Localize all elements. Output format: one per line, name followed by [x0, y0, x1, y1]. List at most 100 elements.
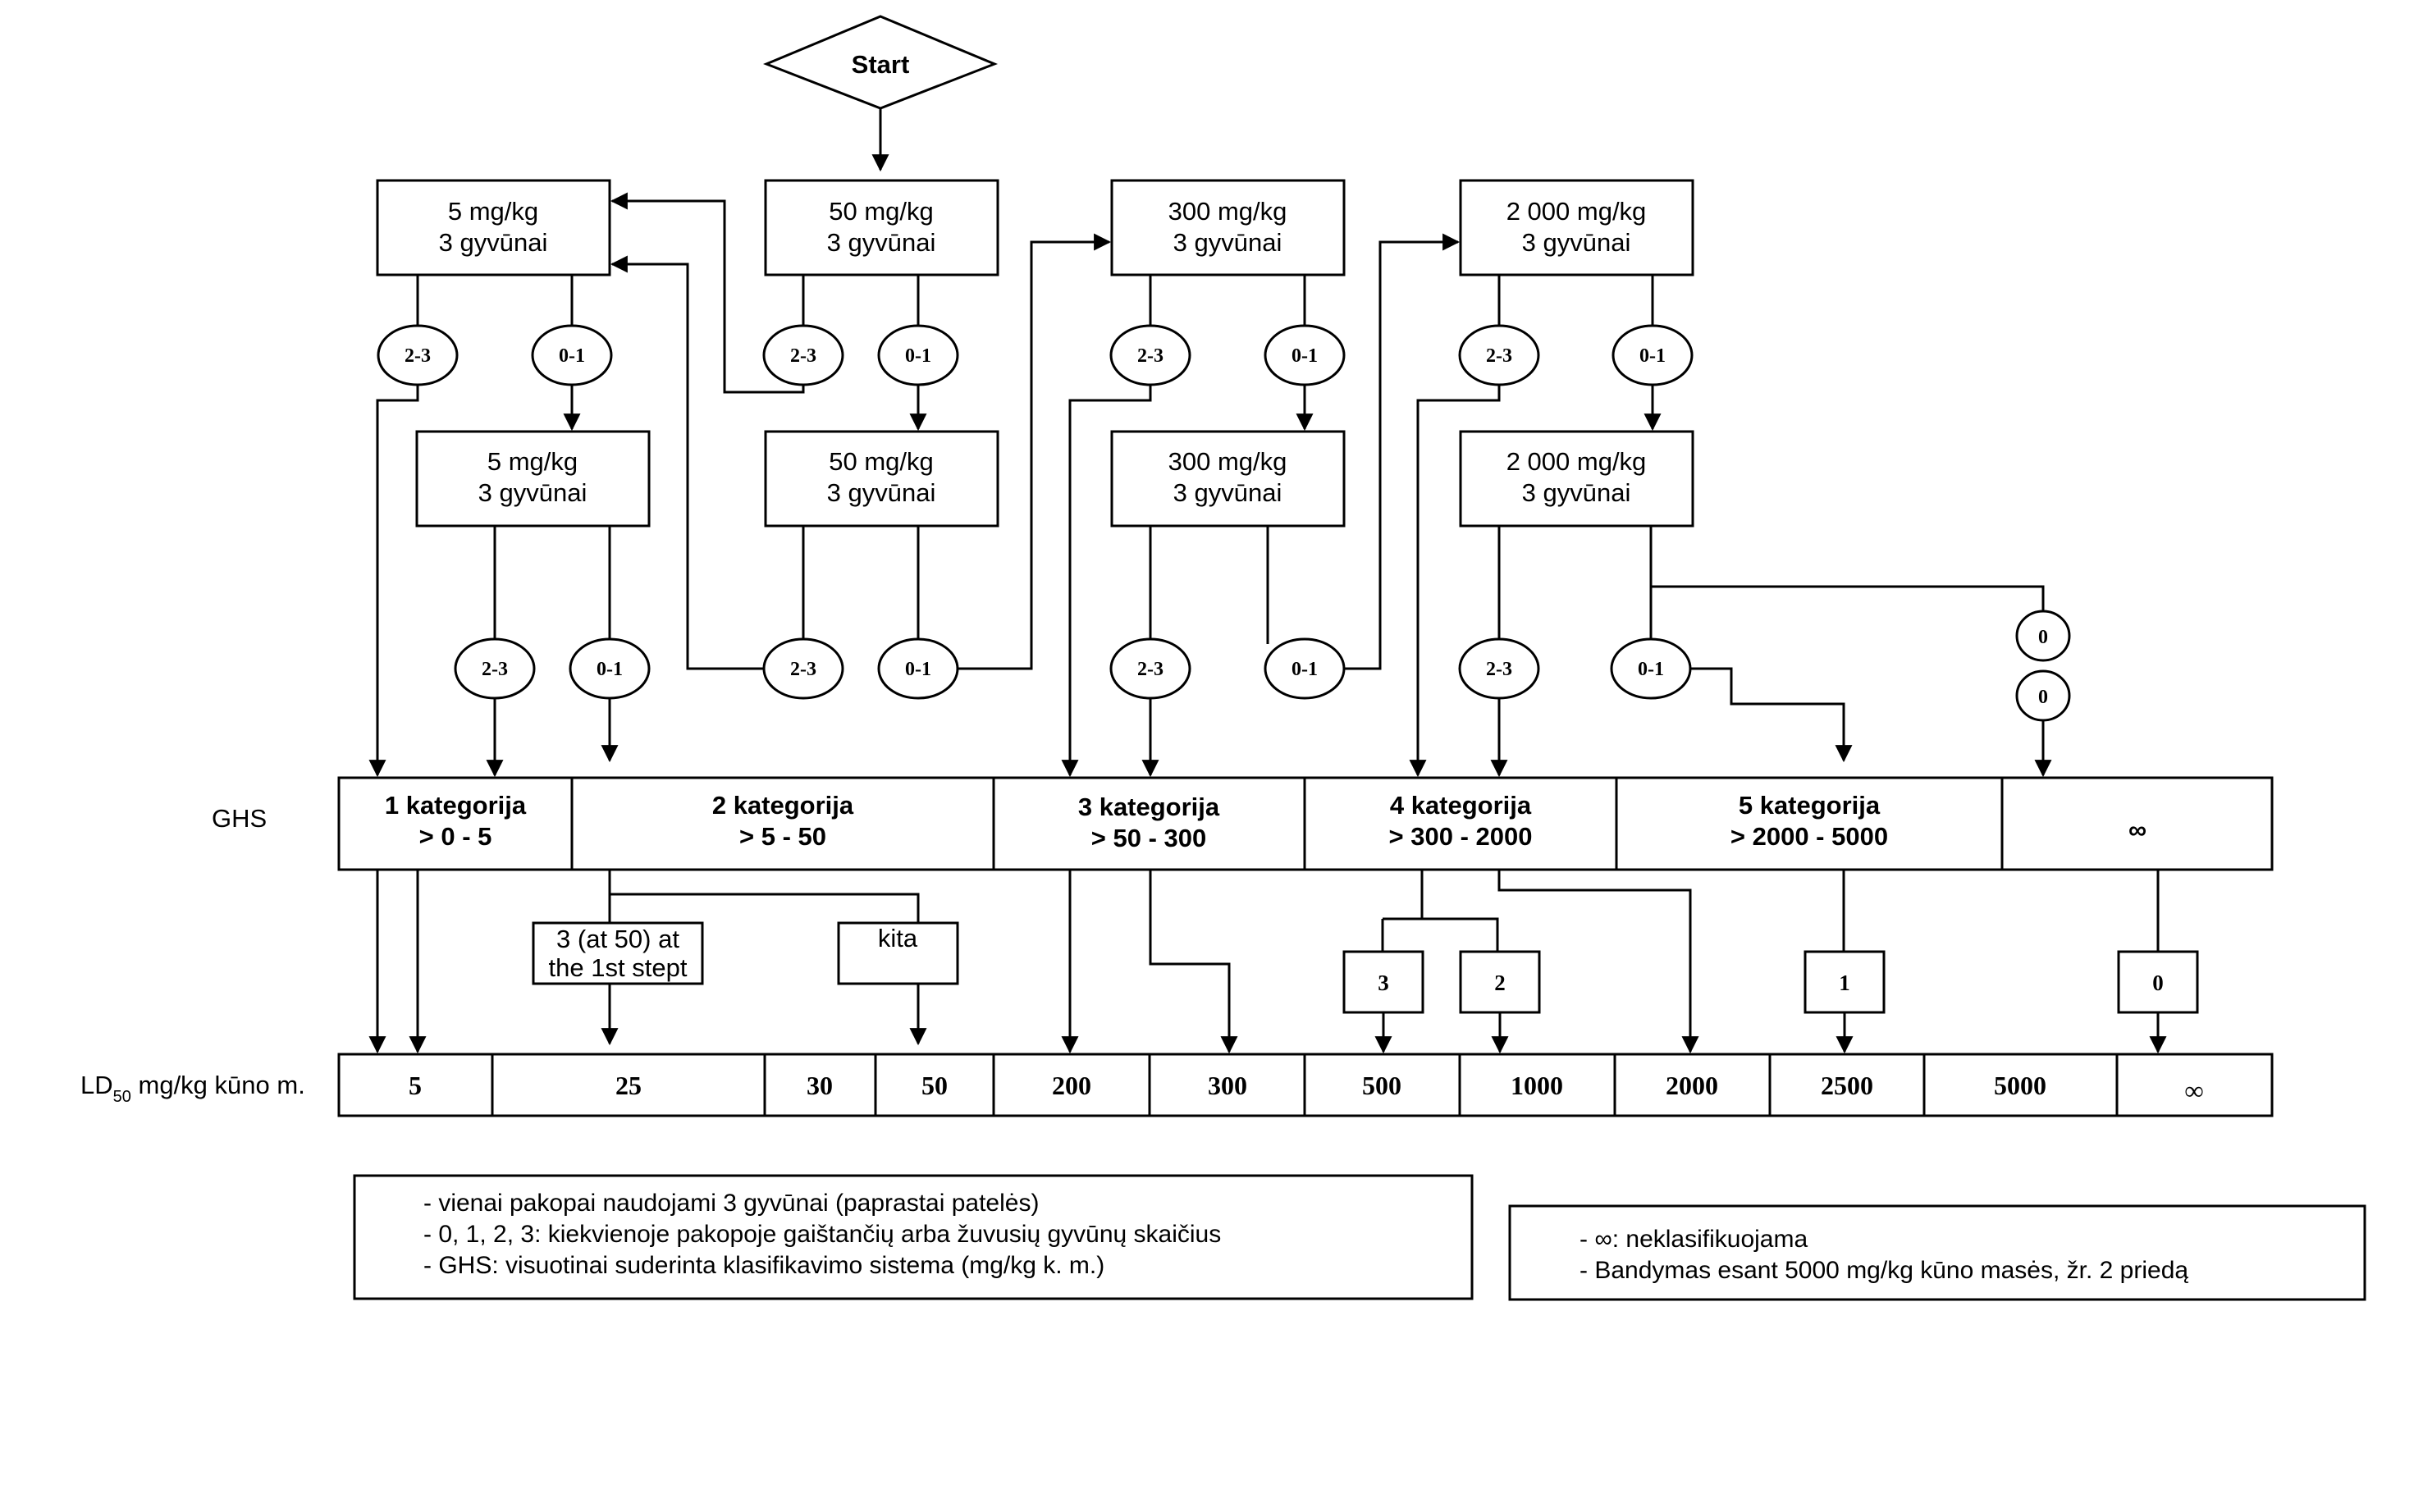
outcome-0-1-circle: 0-1: [877, 324, 959, 386]
count-0-box: 0: [2117, 950, 2199, 1014]
first-step-box: 3 (at 50) at the 1st stept: [532, 921, 704, 985]
svg-text:3 kategorija: 3 kategorija: [1078, 793, 1220, 821]
svg-text:- ∞: neklasifikuojama: - ∞: neklasifikuojama: [1580, 1226, 1808, 1253]
svg-text:2 kategorija: 2 kategorija: [712, 791, 854, 820]
outcome-2-3-circle: 2-3: [1109, 637, 1191, 700]
ld50-value: 50: [921, 1071, 948, 1100]
dose-box-300-repeat: 300 mg/kg 3 gyvūnai: [1110, 430, 1346, 528]
svg-text:2-3: 2-3: [1486, 345, 1512, 367]
ld50-value: 30: [807, 1071, 833, 1100]
ghs-category-5: 5 kategorija > 2000 - 5000: [1730, 791, 1888, 851]
svg-text:> 300 - 2000: > 300 - 2000: [1389, 822, 1533, 851]
ld50-value: 500: [1362, 1071, 1401, 1100]
outcome-0-1-circle: 0-1: [877, 637, 959, 700]
svg-text:2-3: 2-3: [1486, 659, 1512, 680]
svg-text:4 kategorija: 4 kategorija: [1390, 791, 1532, 820]
svg-text:3 gyvūnai: 3 gyvūnai: [478, 478, 587, 507]
other-box: kita: [837, 921, 959, 985]
svg-text:3 gyvūnai: 3 gyvūnai: [439, 228, 548, 257]
dose-box-50-repeat: 50 mg/kg 3 gyvūnai: [764, 430, 999, 528]
start-node: Start: [762, 15, 999, 110]
dose-box-2000-top: 2 000 mg/kg 3 gyvūnai: [1459, 179, 1694, 276]
svg-text:3 gyvūnai: 3 gyvūnai: [1522, 228, 1631, 257]
svg-text:> 2000 - 5000: > 2000 - 5000: [1730, 822, 1888, 851]
ghs-category-3: 3 kategorija > 50 - 300: [1078, 793, 1220, 852]
svg-text:5 mg/kg: 5 mg/kg: [448, 197, 538, 226]
svg-text:2-3: 2-3: [790, 659, 816, 680]
svg-text:5 mg/kg: 5 mg/kg: [487, 447, 578, 476]
legend-left: - vienai pakopai naudojami 3 gyvūnai (pa…: [353, 1174, 1474, 1300]
ld50-value: 5: [409, 1071, 422, 1100]
ghs-category-1: 1 kategorija > 0 - 5: [385, 791, 527, 851]
svg-text:2 000 mg/kg: 2 000 mg/kg: [1506, 197, 1647, 226]
ld50-value: 300: [1208, 1071, 1247, 1100]
outcome-0-1-circle: 0-1: [1612, 324, 1694, 386]
outcome-2-3-circle: 2-3: [377, 324, 459, 386]
outcome-2-3-circle: 2-3: [1458, 637, 1540, 700]
dose-box-50-top: 50 mg/kg 3 gyvūnai: [764, 179, 999, 276]
dose-box-300-top: 300 mg/kg 3 gyvūnai: [1110, 179, 1346, 276]
ld50-label: LD50 mg/kg kūno m.: [80, 1071, 305, 1106]
count-3-box: 3: [1342, 950, 1424, 1014]
svg-text:3 gyvūnai: 3 gyvūnai: [1522, 478, 1631, 507]
outcome-2-3-circle: 2-3: [762, 637, 844, 700]
ghs-category-4: 4 kategorija > 300 - 2000: [1389, 791, 1533, 851]
svg-text:> 5 - 50: > 5 - 50: [739, 822, 826, 851]
ld50-value: ∞: [2185, 1076, 2204, 1105]
svg-text:0-1: 0-1: [905, 659, 931, 680]
svg-text:> 0 - 5: > 0 - 5: [419, 822, 492, 851]
svg-text:0-1: 0-1: [559, 345, 585, 367]
svg-text:2-3: 2-3: [1137, 659, 1163, 680]
ld50-value: 2000: [1666, 1071, 1718, 1100]
outcome-2-3-circle: 2-3: [1458, 324, 1540, 386]
svg-text:300 mg/kg: 300 mg/kg: [1168, 197, 1287, 226]
svg-text:> 50 - 300: > 50 - 300: [1091, 824, 1206, 852]
outcome-0-circle: 0: [2015, 669, 2071, 722]
svg-text:5 kategorija: 5 kategorija: [1739, 791, 1881, 820]
svg-text:2: 2: [1494, 971, 1506, 995]
svg-text:- 0, 1, 2, 3: kiekvienoje pako: - 0, 1, 2, 3: kiekvienoje pakopoje gaišt…: [423, 1221, 1221, 1248]
outcome-0-circle: 0: [2015, 610, 2071, 662]
svg-text:300 mg/kg: 300 mg/kg: [1168, 447, 1287, 476]
svg-text:2 000 mg/kg: 2 000 mg/kg: [1506, 447, 1647, 476]
outcome-2-3-circle: 2-3: [454, 637, 536, 700]
svg-text:2-3: 2-3: [790, 345, 816, 367]
outcome-0-1-circle: 0-1: [1264, 324, 1346, 386]
ghs-categories: 1 kategorija > 0 - 5 2 kategorija > 5 - …: [337, 776, 2274, 871]
svg-text:0: 0: [2038, 627, 2048, 648]
svg-text:∞: ∞: [2128, 815, 2146, 844]
svg-text:3 gyvūnai: 3 gyvūnai: [1173, 478, 1282, 507]
svg-text:- GHS: visuotinai suderinta kl: - GHS: visuotinai suderinta klasifikavim…: [423, 1252, 1104, 1279]
svg-text:3 gyvūnai: 3 gyvūnai: [1173, 228, 1282, 257]
svg-text:0-1: 0-1: [1638, 659, 1664, 680]
svg-text:0-1: 0-1: [905, 345, 931, 367]
svg-text:2-3: 2-3: [482, 659, 508, 680]
ghs-category-2: 2 kategorija > 5 - 50: [712, 791, 854, 851]
svg-text:3 (at 50) at: 3 (at 50) at: [556, 925, 679, 953]
svg-text:0-1: 0-1: [1639, 345, 1666, 367]
svg-text:2-3: 2-3: [405, 345, 431, 367]
dose-box-5-repeat: 5 mg/kg 3 gyvūnai: [415, 430, 651, 528]
svg-text:1 kategorija: 1 kategorija: [385, 791, 527, 820]
outcome-0-1-circle: 0-1: [1264, 637, 1346, 700]
outcome-2-3-circle: 2-3: [762, 324, 844, 386]
svg-text:1: 1: [1839, 971, 1850, 995]
svg-text:the 1st stept: the 1st stept: [549, 953, 688, 982]
dose-box-5-top: 5 mg/kg 3 gyvūnai: [376, 179, 611, 276]
outcome-0-1-circle: 0-1: [569, 637, 651, 700]
dose-box-2000-repeat: 2 000 mg/kg 3 gyvūnai: [1459, 430, 1694, 528]
ld50-value: 2500: [1821, 1071, 1873, 1100]
outcome-0-1-circle: 0-1: [531, 324, 613, 386]
svg-text:0-1: 0-1: [1292, 659, 1318, 680]
svg-text:50 mg/kg: 50 mg/kg: [829, 447, 934, 476]
ghs-label: GHS: [212, 804, 267, 833]
start-label: Start: [852, 50, 910, 79]
ld50-value: 1000: [1511, 1071, 1563, 1100]
legend-right: - ∞: neklasifikuojama - Bandymas esant 5…: [1508, 1204, 2366, 1301]
outcome-0-1-circle: 0-1: [1610, 637, 1692, 700]
ld50-value: 200: [1052, 1071, 1091, 1100]
ld50-value: 5000: [1994, 1071, 2046, 1100]
svg-text:0-1: 0-1: [597, 659, 623, 680]
svg-text:2-3: 2-3: [1137, 345, 1163, 367]
